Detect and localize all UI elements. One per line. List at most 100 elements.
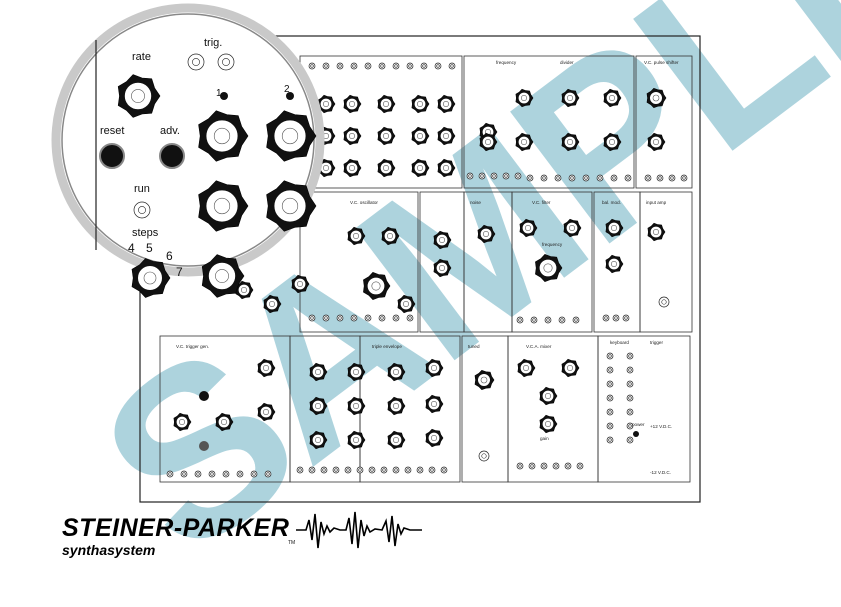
- pulse-shifter-knob[interactable]: [646, 87, 667, 109]
- jack[interactable]: [624, 174, 632, 182]
- envelope-knob[interactable]: [425, 358, 444, 378]
- divider-knob[interactable]: [515, 132, 534, 152]
- jack[interactable]: [264, 470, 272, 478]
- top-jack[interactable]: [448, 62, 456, 70]
- jack[interactable]: [222, 470, 230, 478]
- jack[interactable]: [166, 470, 174, 478]
- jack[interactable]: [540, 462, 548, 470]
- envelope-knob[interactable]: [425, 428, 444, 448]
- jack[interactable]: [428, 466, 436, 474]
- jack[interactable]: [406, 314, 414, 322]
- trig-jack[interactable]: [217, 53, 235, 71]
- jack[interactable]: [392, 314, 400, 322]
- jack[interactable]: [344, 466, 352, 474]
- trig-jack[interactable]: [187, 53, 205, 71]
- sequencer-knob[interactable]: [437, 94, 456, 114]
- jack[interactable]: [606, 380, 614, 388]
- filter-knob[interactable]: [519, 218, 538, 238]
- jack[interactable]: [392, 466, 400, 474]
- divider-knob[interactable]: [479, 132, 498, 152]
- oscillator-knob[interactable]: [347, 226, 366, 246]
- jack[interactable]: [554, 174, 562, 182]
- envelope-knob[interactable]: [425, 394, 444, 414]
- jack[interactable]: [626, 366, 634, 374]
- run-jack[interactable]: [133, 201, 151, 219]
- envelope-knob[interactable]: [387, 396, 406, 416]
- envelope-knob[interactable]: [309, 430, 328, 450]
- jack[interactable]: [320, 466, 328, 474]
- envelope-knob[interactable]: [387, 362, 406, 382]
- jack[interactable]: [568, 174, 576, 182]
- step-1-knob-lower[interactable]: [198, 180, 249, 232]
- sequencer-knob[interactable]: [377, 126, 396, 146]
- jack[interactable]: [602, 314, 610, 322]
- jack[interactable]: [350, 314, 358, 322]
- jack[interactable]: [364, 314, 372, 322]
- jack[interactable]: [502, 172, 510, 180]
- envelope-knob[interactable]: [387, 430, 406, 450]
- jack[interactable]: [416, 466, 424, 474]
- jack[interactable]: [572, 316, 580, 324]
- divider-knob[interactable]: [561, 88, 580, 108]
- jack[interactable]: [612, 314, 620, 322]
- jack[interactable]: [658, 296, 670, 308]
- jack[interactable]: [308, 314, 316, 322]
- jack[interactable]: [336, 314, 344, 322]
- step-2-knob[interactable]: [266, 110, 317, 162]
- envelope-knob[interactable]: [309, 362, 328, 382]
- bal-mod-knob[interactable]: [605, 218, 624, 238]
- jack[interactable]: [558, 316, 566, 324]
- divider-knob[interactable]: [603, 132, 622, 152]
- jack[interactable]: [564, 462, 572, 470]
- square-knob[interactable]: [433, 258, 452, 278]
- jack[interactable]: [332, 466, 340, 474]
- jack[interactable]: [236, 470, 244, 478]
- jack[interactable]: [478, 172, 486, 180]
- noise-knob[interactable]: [477, 224, 496, 244]
- top-jack[interactable]: [308, 62, 316, 70]
- oscillator-knob[interactable]: [381, 226, 400, 246]
- sequencer-knob[interactable]: [411, 94, 430, 114]
- step-2-knob-lower[interactable]: [266, 180, 317, 232]
- jack[interactable]: [576, 462, 584, 470]
- rate-knob[interactable]: [117, 74, 161, 118]
- jack[interactable]: [582, 174, 590, 182]
- jack[interactable]: [626, 394, 634, 402]
- sequencer-knob[interactable]: [377, 94, 396, 114]
- jack[interactable]: [606, 366, 614, 374]
- tuned-knob[interactable]: [474, 369, 495, 391]
- jack[interactable]: [626, 436, 634, 444]
- jack[interactable]: [606, 394, 614, 402]
- jack[interactable]: [656, 174, 664, 182]
- jack[interactable]: [194, 470, 202, 478]
- jack[interactable]: [322, 314, 330, 322]
- jack[interactable]: [606, 422, 614, 430]
- jack[interactable]: [180, 470, 188, 478]
- divider-knob[interactable]: [561, 132, 580, 152]
- envelope-knob[interactable]: [347, 430, 366, 450]
- mixer-knob[interactable]: [539, 386, 558, 406]
- jack[interactable]: [610, 174, 618, 182]
- top-jack[interactable]: [322, 62, 330, 70]
- filter-knob[interactable]: [563, 218, 582, 238]
- sequencer-knob[interactable]: [317, 94, 336, 114]
- envelope-knob[interactable]: [257, 402, 276, 422]
- envelope-knob[interactable]: [347, 362, 366, 382]
- top-jack[interactable]: [392, 62, 400, 70]
- envelope-knob[interactable]: [215, 412, 234, 432]
- input-amp-knob[interactable]: [647, 222, 666, 242]
- envelope-knob[interactable]: [173, 412, 192, 432]
- jack[interactable]: [478, 450, 490, 462]
- jack[interactable]: [530, 316, 538, 324]
- jack[interactable]: [596, 174, 604, 182]
- jack[interactable]: [606, 408, 614, 416]
- top-jack[interactable]: [406, 62, 414, 70]
- square-knob[interactable]: [433, 230, 452, 250]
- jack[interactable]: [606, 436, 614, 444]
- jack[interactable]: [440, 466, 448, 474]
- jack[interactable]: [208, 470, 216, 478]
- jack[interactable]: [626, 352, 634, 360]
- mixer-knob[interactable]: [539, 414, 558, 434]
- jack[interactable]: [680, 174, 688, 182]
- divider-knob[interactable]: [515, 88, 534, 108]
